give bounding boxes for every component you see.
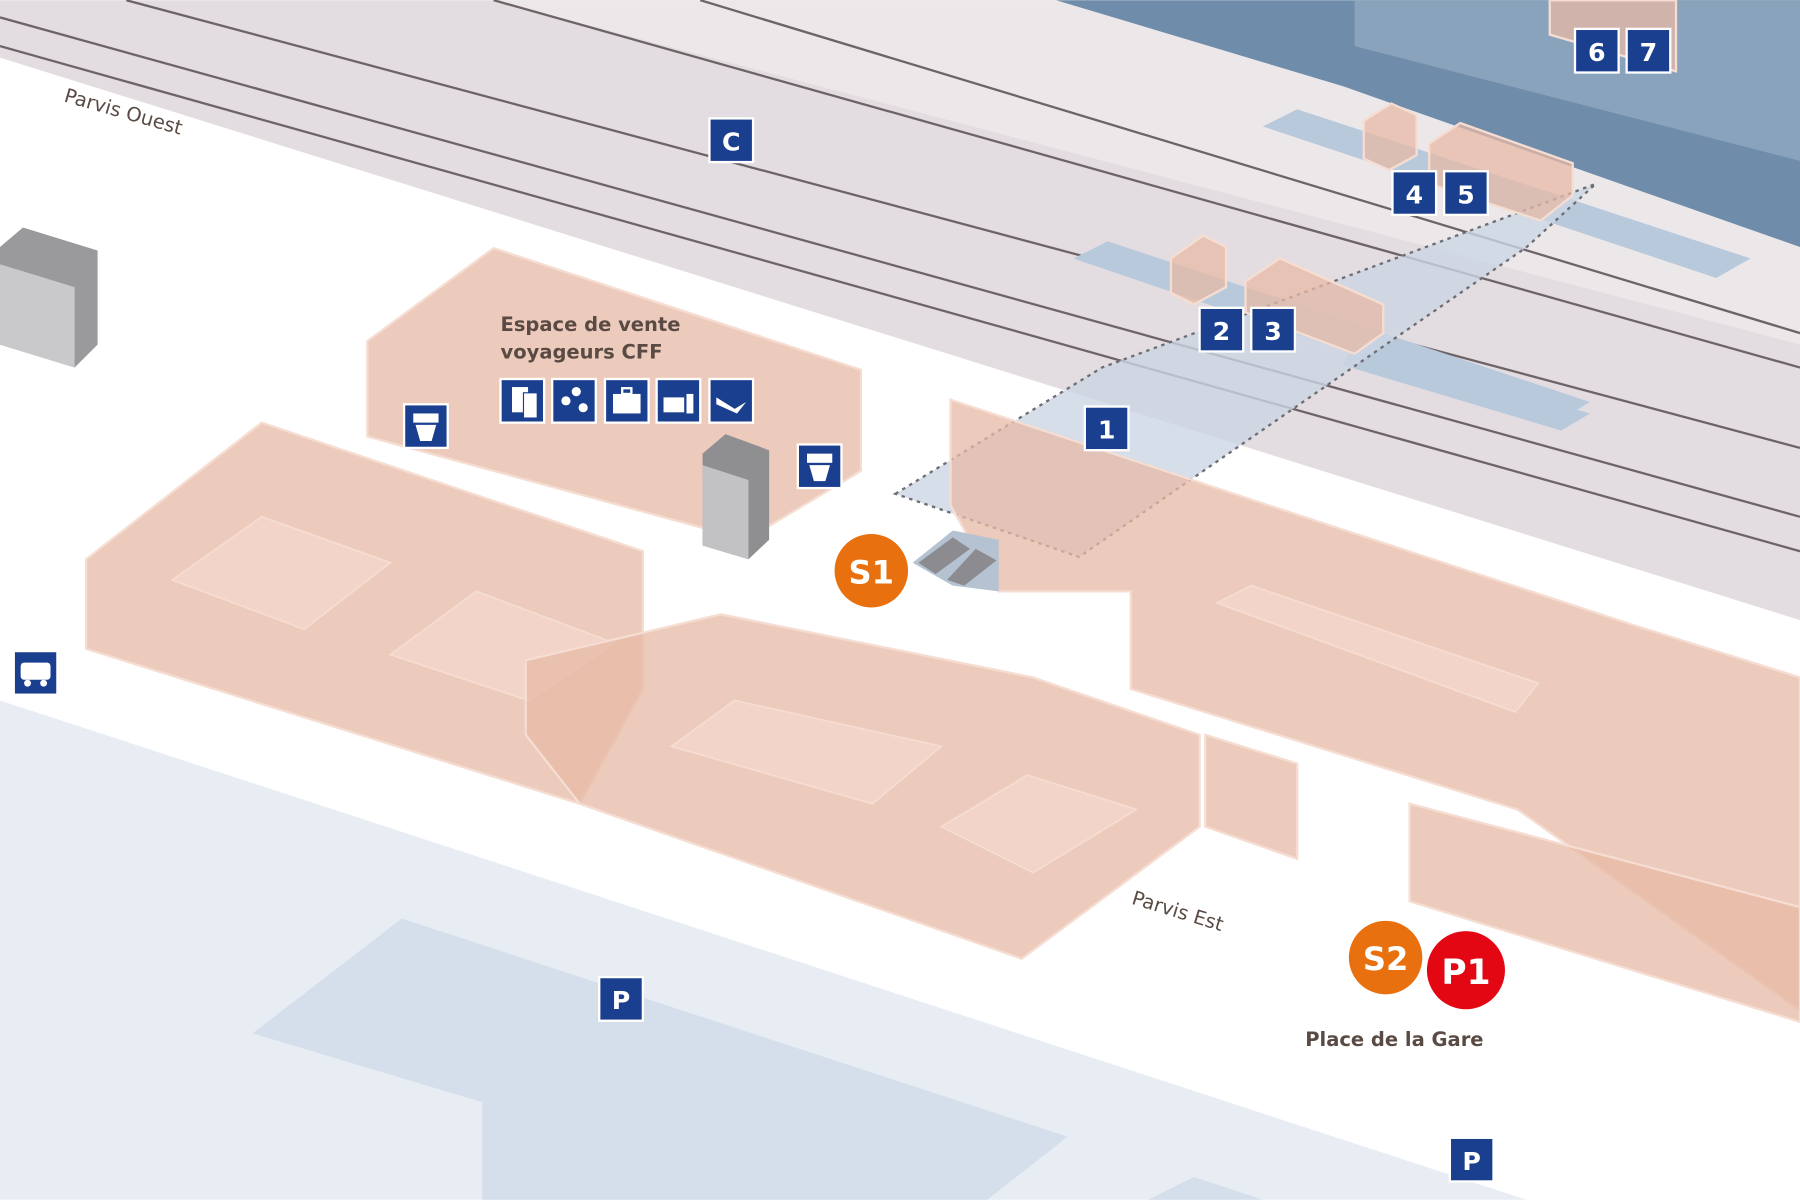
svg-text:S1: S1 [849,553,895,591]
sales-area-label-line2: voyageurs CFF [501,340,663,363]
baggage-service-icon[interactable] [655,377,702,424]
square-area-right [1147,1176,1263,1200]
buildings [84,0,1800,1024]
platform-marker-5[interactable]: 5 [1442,170,1489,217]
ticket-machine-icon[interactable] [402,403,449,450]
ticket-machines [0,227,770,560]
square-area-dark [252,918,1068,1200]
platform-marker-7[interactable]: 7 [1625,27,1672,74]
svg-text:7: 7 [1640,38,1658,67]
platform-marker-2[interactable]: 2 [1198,306,1245,353]
svg-text:2: 2 [1213,317,1231,346]
platform-marker-4[interactable]: 4 [1391,170,1438,217]
parking-marker[interactable]: P [1448,1136,1495,1183]
escalator [912,530,999,592]
stop-markers: S1 S2 P1 [834,533,1505,1010]
platform-markers: 1 2 3 4 5 6 7 C P P [598,27,1672,1183]
service-icons [12,377,843,696]
platform-marker-3[interactable]: 3 [1250,306,1297,353]
svg-text:C: C [722,128,741,157]
station-roof-light [1354,0,1800,161]
airport-checkin-icon[interactable] [708,377,755,424]
square-area [0,700,1527,1200]
platform-marker-6[interactable]: 6 [1573,27,1620,74]
svg-text:P: P [1462,1147,1481,1176]
sector-marker-c[interactable]: C [708,117,755,164]
stop-marker-s1[interactable]: S1 [834,533,909,608]
stop-marker-s2[interactable]: S2 [1348,920,1423,995]
bus-icon[interactable] [12,649,59,696]
parking-marker[interactable]: P [598,975,645,1022]
ticket-machine-icon[interactable] [499,377,546,424]
svg-text:5: 5 [1457,180,1475,209]
svg-text:6: 6 [1588,38,1606,67]
rails [0,0,1800,553]
sales-area-label-line1: Espace de vente [501,313,681,336]
place-label: Place de la Gare [1305,1028,1483,1051]
stop-marker-p1[interactable]: P1 [1426,931,1505,1010]
svg-text:P1: P1 [1441,953,1490,993]
svg-text:4: 4 [1405,180,1423,209]
platform-marker-1[interactable]: 1 [1083,405,1130,452]
svg-text:S2: S2 [1363,940,1408,978]
svg-text:1: 1 [1098,416,1116,445]
svg-text:P: P [612,986,631,1015]
currency-exchange-icon[interactable] [551,377,597,424]
ticket-machine-icon[interactable] [796,443,843,490]
luggage-icon[interactable] [603,377,650,424]
svg-text:3: 3 [1264,317,1282,346]
